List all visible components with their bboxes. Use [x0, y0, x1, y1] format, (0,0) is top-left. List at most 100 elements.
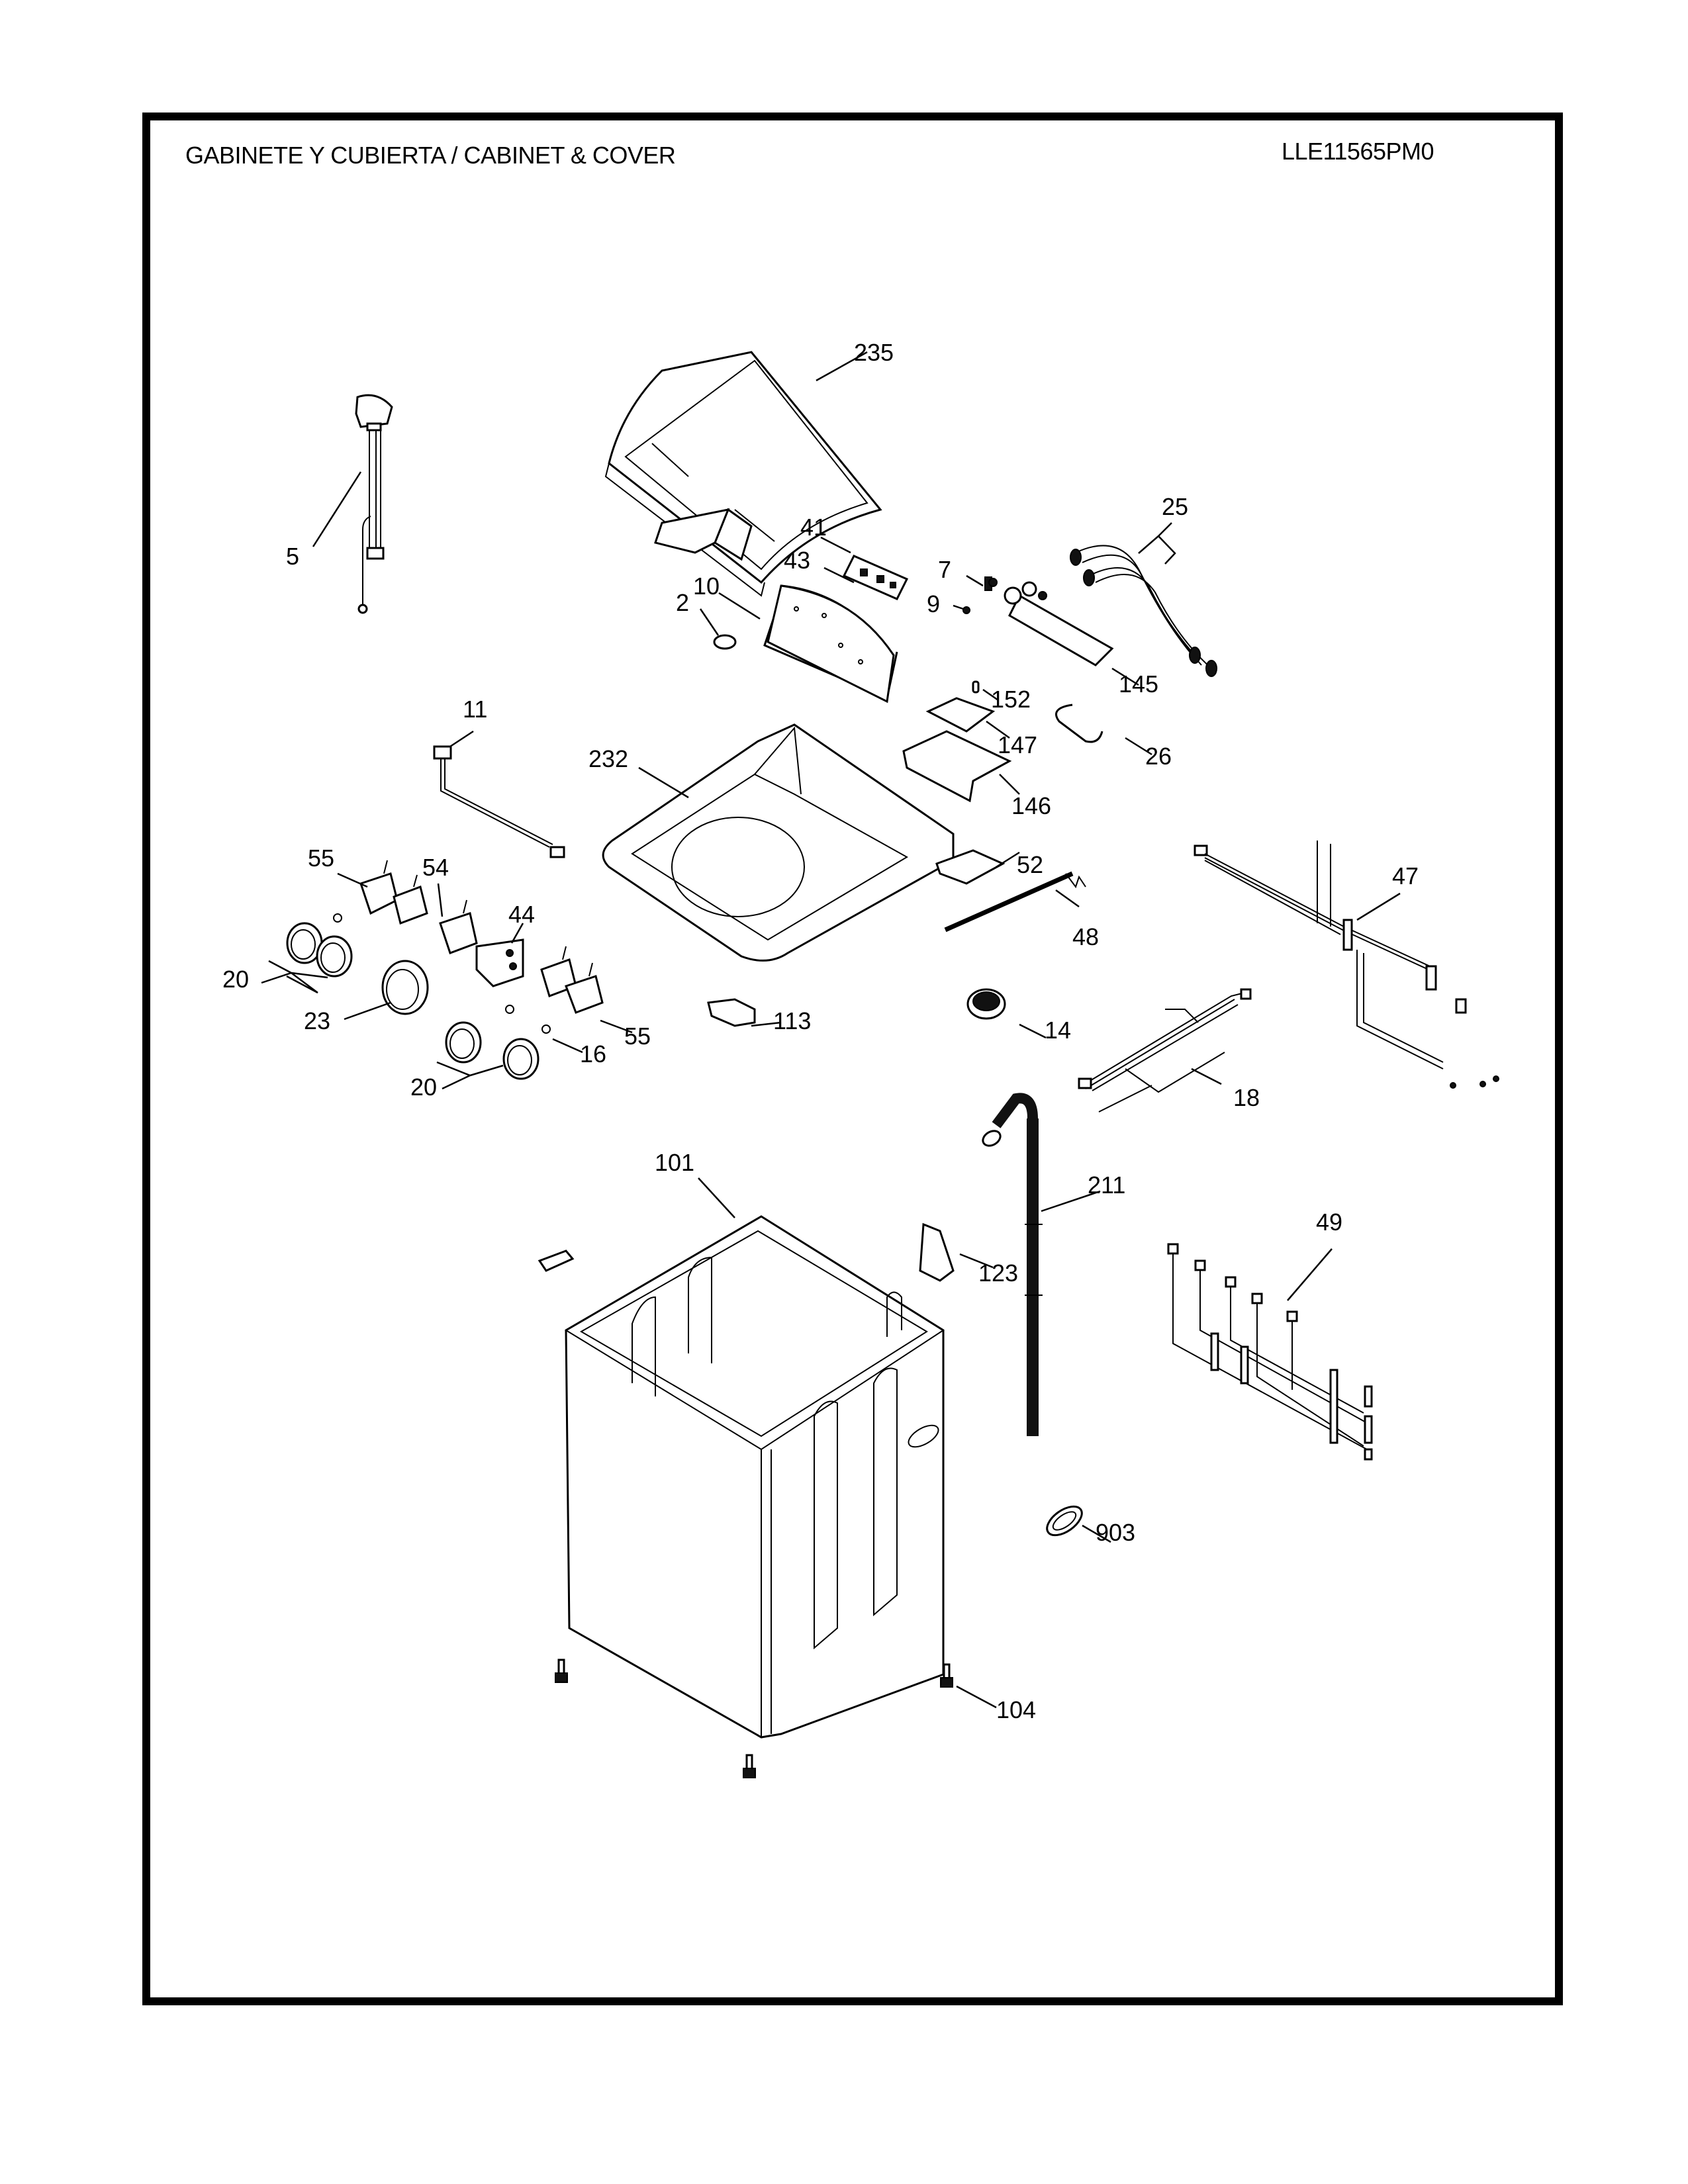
callout-25[interactable]: 25	[1162, 493, 1188, 520]
callout-123[interactable]: 123	[978, 1259, 1018, 1287]
leader-line	[1287, 1248, 1333, 1301]
leader-line	[1356, 892, 1401, 921]
leader-line	[751, 1021, 782, 1027]
leader-line	[1055, 889, 1080, 908]
callout-104[interactable]: 104	[996, 1696, 1036, 1723]
leader-line	[966, 574, 984, 587]
leader-line	[1125, 737, 1152, 756]
callout-14[interactable]: 14	[1045, 1017, 1071, 1044]
page-title: GABINETE Y CUBIERTA / CABINET & COVER	[185, 142, 676, 169]
top-cover-part[interactable]	[604, 351, 882, 597]
switch-board-part[interactable]	[475, 938, 524, 987]
callout-20-right[interactable]: 20	[410, 1073, 437, 1101]
callout-9[interactable]: 9	[927, 590, 940, 617]
callout-152[interactable]: 152	[991, 686, 1031, 713]
leader-line	[982, 688, 999, 702]
emblem-part[interactable]	[713, 634, 737, 650]
leader-line	[718, 592, 761, 620]
leader-line	[996, 851, 1020, 868]
pressure-switch-part[interactable]	[966, 988, 1006, 1020]
hose-holder-part[interactable]	[919, 1222, 955, 1282]
leader-line	[1138, 522, 1176, 565]
callout-16[interactable]: 16	[580, 1040, 606, 1068]
leader-line	[600, 1019, 633, 1034]
leader-line	[1082, 1524, 1111, 1543]
leader-line	[820, 536, 851, 554]
power-cord-part[interactable]	[355, 394, 393, 614]
callout-146[interactable]: 146	[1011, 792, 1051, 819]
leader-line	[953, 604, 964, 610]
diagram-frame	[142, 113, 1563, 2005]
callout-10[interactable]: 10	[693, 572, 720, 600]
callout-11[interactable]: 11	[463, 696, 487, 723]
harness-18-part[interactable]	[1078, 988, 1252, 1113]
switch-center-part[interactable]	[439, 899, 478, 954]
model-number: LLE11565PM0	[1282, 138, 1434, 165]
leader-line	[436, 1061, 504, 1090]
callout-44[interactable]: 44	[508, 901, 535, 928]
callout-55-right[interactable]: 55	[624, 1023, 651, 1050]
callout-23[interactable]: 23	[304, 1007, 330, 1034]
callout-211[interactable]: 211	[1088, 1171, 1125, 1199]
callout-903[interactable]: 903	[1096, 1519, 1135, 1546]
callout-49[interactable]: 49	[1316, 1208, 1342, 1236]
switch-left-part[interactable]	[359, 860, 428, 925]
callout-52[interactable]: 52	[1017, 851, 1043, 878]
callout-7[interactable]: 7	[938, 556, 951, 583]
callout-2[interactable]: 2	[676, 589, 689, 616]
bracket-part[interactable]	[935, 849, 1006, 885]
lid-switch-part[interactable]	[707, 998, 756, 1027]
knob-large-part[interactable]	[381, 960, 429, 1015]
inlet-hoses-part[interactable]	[1070, 545, 1217, 677]
pin-part[interactable]	[972, 680, 980, 694]
hose-u-part[interactable]	[1055, 704, 1103, 743]
nut-part[interactable]	[333, 913, 551, 1034]
cabinet-part[interactable]	[538, 1215, 945, 1739]
leader-line	[956, 1685, 997, 1709]
knob-pair-right-part[interactable]	[445, 1021, 539, 1080]
dispenser-cap-part[interactable]	[925, 697, 996, 733]
leader-line	[1111, 667, 1139, 686]
callout-101[interactable]: 101	[655, 1149, 694, 1176]
callout-20-left[interactable]: 20	[222, 966, 249, 993]
callout-47[interactable]: 47	[1392, 862, 1419, 889]
connector-harness-part[interactable]	[433, 745, 565, 858]
leader-line	[552, 1038, 583, 1054]
dispenser-drawer-part[interactable]	[902, 730, 1012, 803]
callout-55-left[interactable]: 55	[308, 844, 334, 872]
leveling-leg-part[interactable]	[555, 1659, 953, 1778]
leader-line	[261, 960, 328, 994]
leader-line	[337, 872, 368, 888]
grommet-part[interactable]	[1042, 1501, 1087, 1541]
pressure-tube-part[interactable]	[944, 871, 1086, 933]
callout-18[interactable]: 18	[1233, 1084, 1260, 1111]
callout-145[interactable]: 145	[1119, 670, 1158, 698]
callout-43[interactable]: 43	[784, 547, 810, 574]
drain-hose-part[interactable]	[980, 1093, 1043, 1436]
knob-pair-left-part[interactable]	[286, 922, 353, 978]
callout-54[interactable]: 54	[422, 854, 449, 881]
callout-232[interactable]: 232	[588, 745, 628, 772]
callout-26[interactable]: 26	[1145, 743, 1172, 770]
water-inlet-valve-part[interactable]	[1004, 581, 1114, 666]
callout-41[interactable]: 41	[800, 514, 827, 541]
control-panel-part[interactable]	[763, 584, 898, 704]
leader-line	[344, 1001, 391, 1021]
switch-right-part[interactable]	[540, 946, 604, 1014]
callout-147[interactable]: 147	[998, 731, 1037, 758]
main-harness-part[interactable]	[1194, 841, 1499, 1089]
top-frame-part[interactable]	[602, 723, 955, 962]
callout-5[interactable]: 5	[286, 543, 299, 570]
screw-part[interactable]	[962, 606, 970, 614]
pcb-cover-part[interactable]	[654, 508, 753, 561]
callout-235[interactable]: 235	[854, 339, 894, 366]
leader-line	[510, 923, 524, 944]
control-board-part[interactable]	[842, 555, 909, 600]
callout-48[interactable]: 48	[1072, 923, 1099, 950]
leader-line	[699, 608, 720, 636]
leader-line	[437, 883, 444, 917]
callout-113[interactable]: 113	[773, 1007, 811, 1034]
valve-clip-part[interactable]	[984, 576, 998, 591]
harness-49-part[interactable]	[1167, 1243, 1373, 1461]
